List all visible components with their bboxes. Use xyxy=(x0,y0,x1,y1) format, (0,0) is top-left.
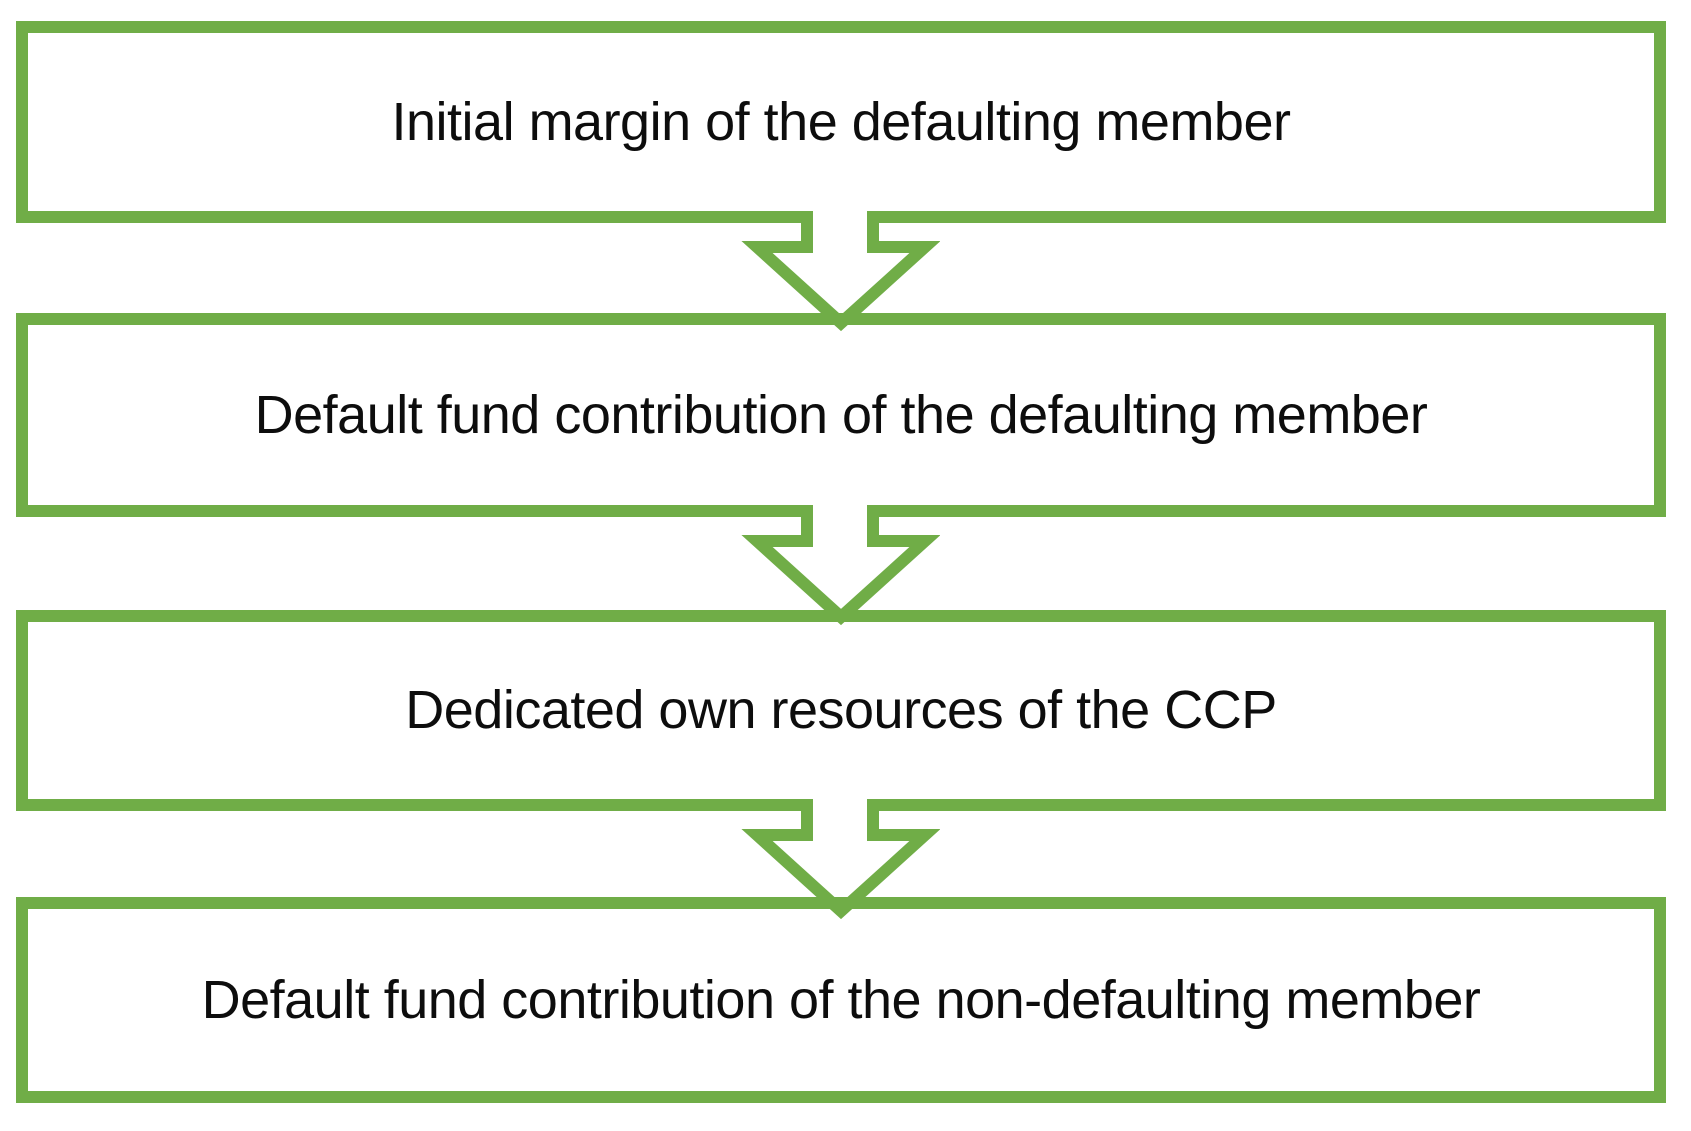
flow-step-label: Default fund contribution of the default… xyxy=(254,384,1428,445)
flow-step-label: Default fund contribution of the non-def… xyxy=(201,969,1481,1030)
down-arrow-icon xyxy=(741,799,940,920)
flow-step-box-ccp-own-resources: Dedicated own resources of the CCP xyxy=(16,610,1666,811)
flow-step-box-initial-margin: Initial margin of the defaulting member xyxy=(16,21,1666,223)
flow-step-label: Initial margin of the defaulting member xyxy=(391,91,1291,152)
flow-step-box-default-fund-defaulting: Default fund contribution of the default… xyxy=(16,313,1666,517)
flow-step-box-default-fund-non-defaulting: Default fund contribution of the non-def… xyxy=(16,897,1666,1103)
flow-step-label: Dedicated own resources of the CCP xyxy=(405,680,1277,741)
